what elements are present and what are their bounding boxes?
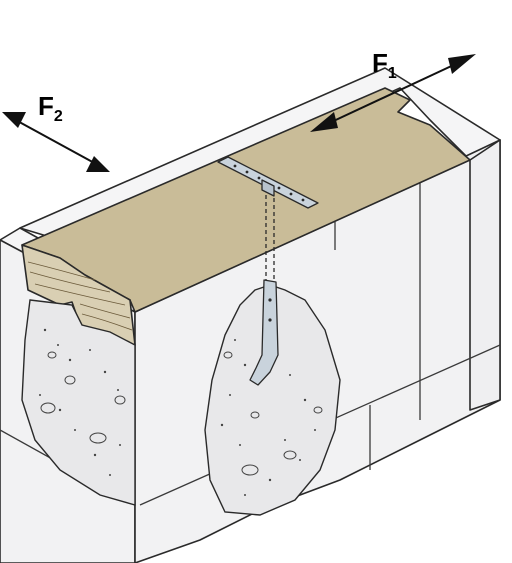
anchor-strap-icon [217, 156, 319, 386]
wood-plate [21, 87, 471, 346]
grout-fill [21, 284, 341, 516]
force-arrow-f2 [2, 112, 110, 172]
grout-aggregate [39, 328, 316, 496]
label-f1: F1 [372, 48, 397, 82]
strap-embedded-hook [249, 279, 279, 386]
grout-pebbles [40, 351, 323, 476]
double-arrow-icon [11, 117, 99, 166]
grout-center-cell [204, 284, 341, 516]
strap-bend [261, 179, 275, 197]
wall-right-cap [469, 139, 501, 411]
grout-left-cell [21, 299, 136, 506]
label-f2: F2 [38, 91, 63, 125]
double-arrow-icon [324, 61, 461, 126]
force-arrow-f1 [310, 54, 476, 132]
